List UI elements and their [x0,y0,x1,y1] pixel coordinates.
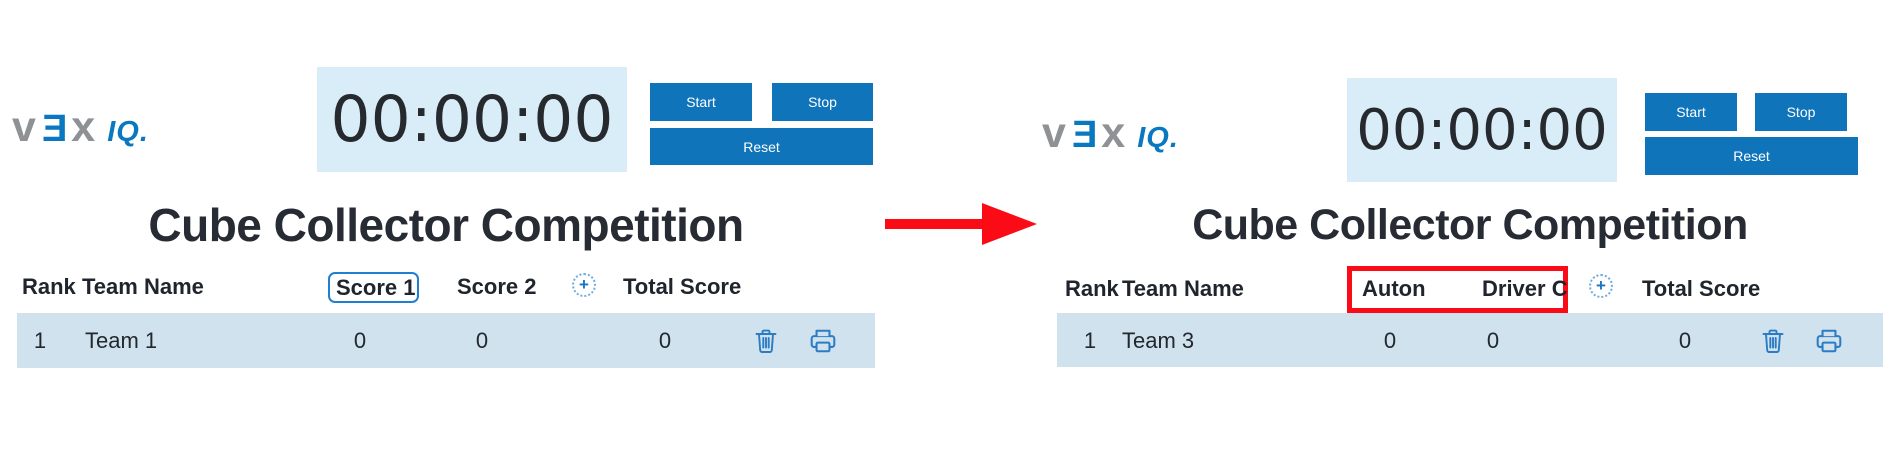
header-score1-input[interactable]: Score 1 [328,272,419,303]
delete-row-button[interactable] [1761,313,1785,368]
header-rank: Rank [1065,276,1119,301]
logo-letter-x: x [71,103,98,151]
timer-display: 00:00:00 [1347,78,1617,182]
header-team-name: Team Name [1122,276,1244,301]
table-row [1057,313,1883,367]
reset-button[interactable]: Reset [1645,137,1858,175]
trash-icon [1762,329,1784,353]
row-rank: 1 [33,327,47,353]
row-score2-value[interactable]: 0 [475,327,489,353]
delete-row-button[interactable] [754,313,778,368]
stop-button[interactable]: Stop [772,83,873,121]
header-rank: Rank [22,274,76,299]
print-row-button[interactable] [1815,313,1843,368]
start-button[interactable]: Start [650,83,752,121]
timer-display: 00:00:00 [317,67,627,172]
row-team-name[interactable]: Team 1 [85,327,158,353]
trash-icon [755,329,777,353]
plus-icon: + [579,275,589,294]
logo-letter-x: x [1101,109,1128,157]
row-total-value: 0 [658,327,672,353]
logo-letter-e: E [41,108,68,150]
logo-iq-text: IQ. [107,116,149,148]
row-score2-value[interactable]: 0 [1486,327,1500,353]
logo-letter-e: E [1071,114,1098,156]
row-score1-value[interactable]: 0 [1383,327,1397,353]
reset-button[interactable]: Reset [650,128,873,165]
header-team-name: Team Name [82,274,204,299]
header-score1[interactable]: Auton [1362,276,1426,301]
header-total-score: Total Score [1642,276,1761,301]
header-total-score: Total Score [623,274,742,299]
header-score1-label: Score 1 [336,274,416,300]
header-score2[interactable]: Score 2 [457,274,537,299]
logo-iq-text: IQ. [1137,122,1179,154]
plus-icon: + [1596,276,1606,295]
header-score2[interactable]: Driver C [1482,276,1568,301]
print-row-button[interactable] [809,313,837,368]
competition-title: Cube Collector Competition [1192,201,1748,249]
add-column-button[interactable]: + [572,273,596,297]
table-row [17,313,875,368]
competition-title: Cube Collector Competition [148,199,744,251]
column-rename-highlight-box [1347,266,1568,313]
row-score1-value[interactable]: 0 [353,327,367,353]
start-button[interactable]: Start [1645,93,1737,131]
add-column-button[interactable]: + [1589,274,1613,298]
printer-icon [1816,329,1842,352]
row-total-value: 0 [1678,327,1692,353]
red-arrow-icon [885,203,1037,245]
printer-icon [810,329,836,352]
stop-button[interactable]: Stop [1755,93,1847,131]
logo-letter-v: v [1042,109,1068,157]
row-rank: 1 [1083,327,1097,353]
row-team-name[interactable]: Team 3 [1122,327,1195,353]
logo-letter-v: v [12,103,38,151]
